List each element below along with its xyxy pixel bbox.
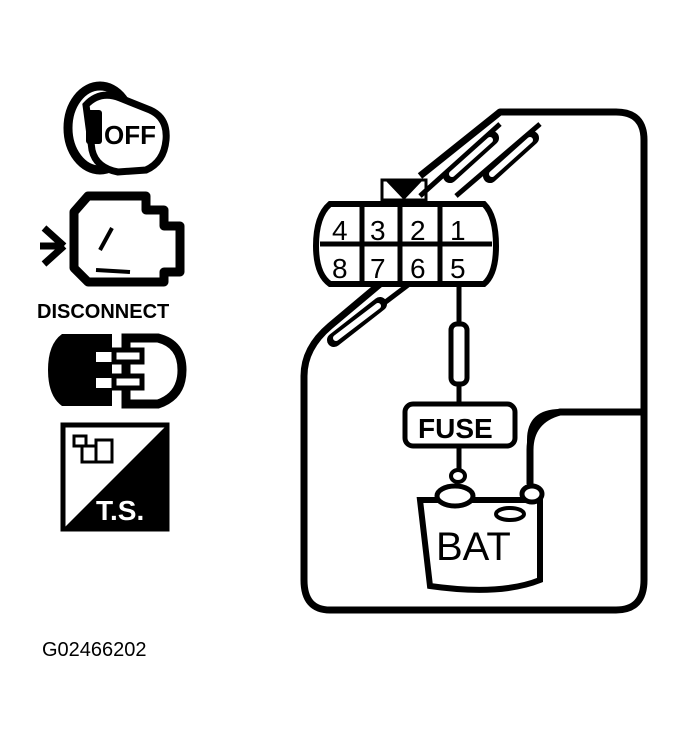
pin-5: 5 xyxy=(450,253,466,284)
battery-icon: BAT xyxy=(416,468,545,593)
svg-text:T.S.: T.S. xyxy=(96,495,144,526)
svg-text:BAT: BAT xyxy=(436,525,511,569)
pin-3: 3 xyxy=(370,215,386,246)
svg-text:OFF: OFF xyxy=(104,120,156,150)
ignition-off-icon: OFF xyxy=(63,81,170,176)
pin-1: 1 xyxy=(450,215,466,246)
engine-icon xyxy=(40,191,185,287)
fuse-box: FUSE xyxy=(402,401,518,449)
svg-text:FUSE: FUSE xyxy=(418,413,493,444)
pin-4: 4 xyxy=(332,215,348,246)
pin-2: 2 xyxy=(410,215,426,246)
test-symbol-icon: T.S. xyxy=(60,422,170,532)
connector-8pin: 4 3 2 1 8 7 6 5 xyxy=(312,178,500,287)
figure-id: G02466202 xyxy=(42,639,147,661)
pin-6: 6 xyxy=(410,253,426,284)
pin-8: 8 xyxy=(332,253,348,284)
pin-7: 7 xyxy=(370,253,386,284)
disconnect-connector-icon xyxy=(48,333,187,409)
disconnect-label: DISCONNECT xyxy=(37,301,169,323)
